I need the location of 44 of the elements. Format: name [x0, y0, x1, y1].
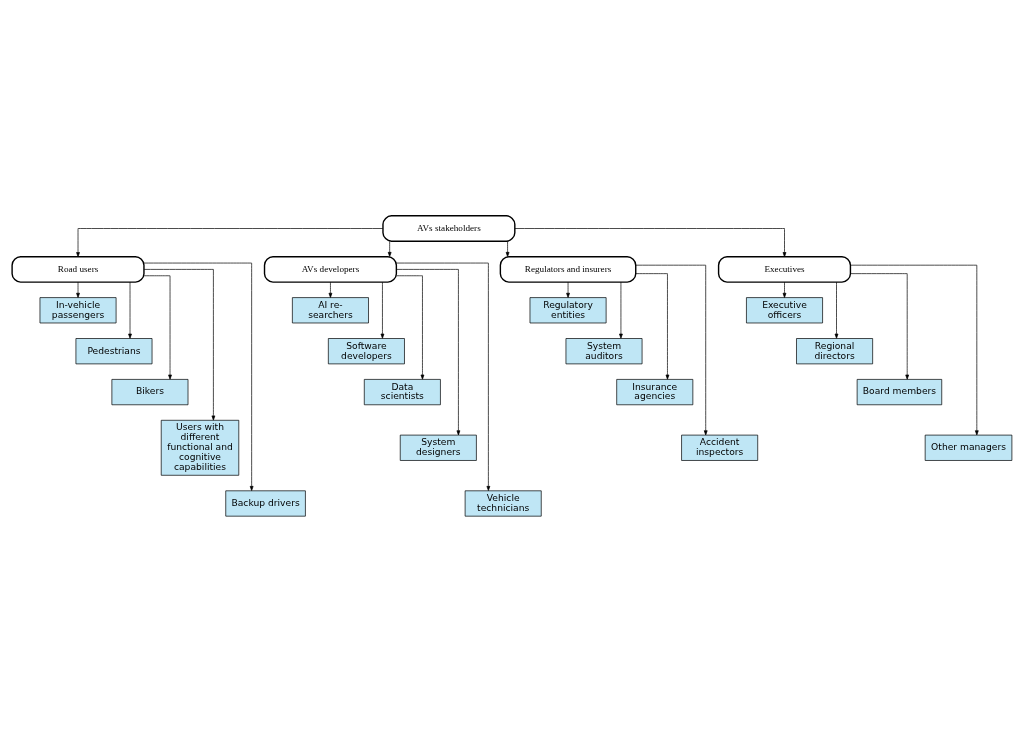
arrow — [566, 281, 570, 298]
node-box: System designers — [399, 434, 477, 461]
node-box: Vehicle technicians — [464, 489, 542, 517]
node-box: Regulators and insurers — [499, 255, 637, 283]
arrow — [143, 262, 254, 491]
arrow — [635, 272, 670, 380]
node-box: Insurance agencies — [616, 378, 694, 405]
node-box: Executive officers — [746, 296, 823, 323]
arrow — [850, 272, 910, 380]
arrow — [834, 281, 839, 339]
arrow — [76, 227, 384, 257]
arrow — [635, 264, 708, 435]
arrow — [850, 264, 979, 435]
node-box: AVs stakeholders — [382, 214, 516, 242]
node-box: Executives — [717, 255, 852, 283]
node-box: In-vehicle passengers — [39, 296, 117, 323]
node-box: Regulatory entities — [529, 296, 607, 323]
arrow — [143, 268, 216, 420]
node-box: Backup drivers — [225, 489, 306, 517]
arrow — [396, 268, 461, 435]
node-box: Accident inspectors — [681, 434, 759, 461]
node-box: Bikers — [111, 378, 189, 405]
arrow — [505, 240, 510, 257]
arrow — [328, 281, 333, 298]
arrow — [782, 281, 787, 298]
arrow — [76, 281, 80, 298]
node-box: AI re- searchers — [292, 296, 369, 323]
node-box: Users with different functional and cognitive capabilities — [160, 419, 240, 476]
arrow — [619, 281, 623, 339]
arrow — [396, 274, 425, 380]
node-box: Pedestrians — [75, 337, 153, 364]
node-box: Road users — [11, 255, 145, 283]
node-box: System auditors — [565, 337, 643, 364]
node-box: Data scientists — [363, 378, 441, 405]
arrow — [143, 274, 172, 380]
arrow — [380, 281, 385, 339]
node-box: Board members — [856, 378, 943, 405]
node-box: Software developers — [327, 337, 405, 364]
node-box: AVs developers — [263, 255, 398, 283]
arrow — [387, 240, 392, 257]
node-box: Other managers — [924, 434, 1013, 461]
arrow — [514, 227, 787, 257]
node-box: Regional directors — [796, 337, 873, 364]
arrow — [128, 281, 132, 339]
